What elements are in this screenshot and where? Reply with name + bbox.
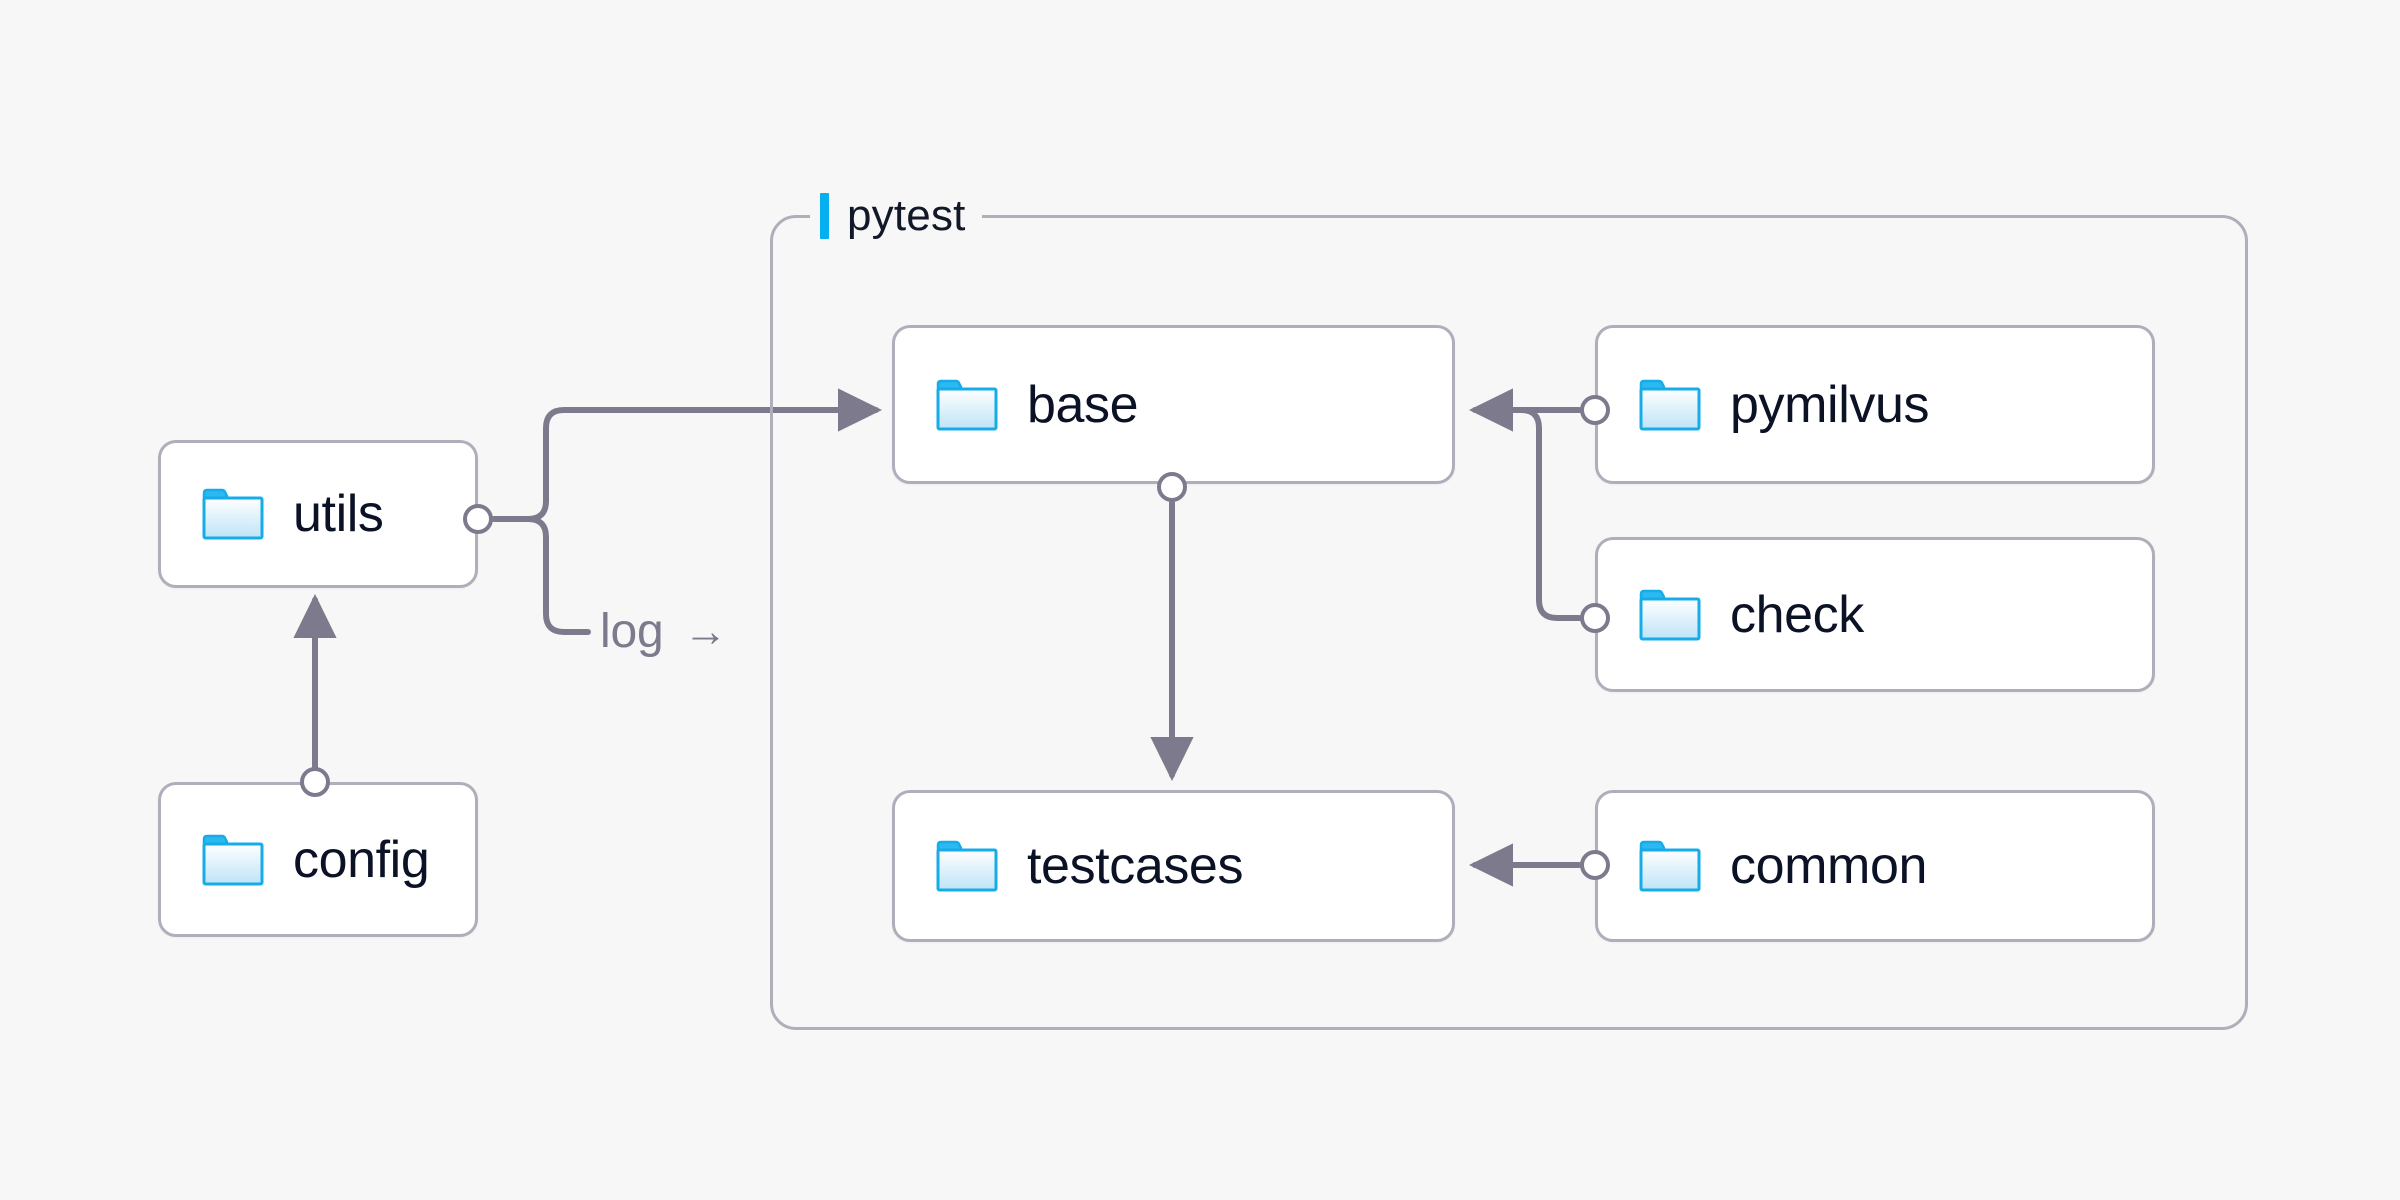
pytest-group-container[interactable] [770, 215, 2248, 1030]
arrow-right-icon: → [683, 606, 728, 656]
node-label: common [1730, 837, 1927, 895]
node-label: utils [293, 485, 384, 543]
edge-label-text: log [600, 605, 664, 658]
node-utils[interactable]: utils [158, 440, 478, 588]
pytest-group-label: pytest [810, 184, 982, 248]
folder-icon [1639, 840, 1701, 892]
node-common[interactable]: common [1595, 790, 2155, 942]
group-label-text: pytest [847, 191, 966, 240]
node-label: pymilvus [1730, 375, 1930, 434]
port-common-out[interactable] [1580, 850, 1610, 880]
folder-icon [202, 834, 264, 885]
node-label: check [1730, 585, 1864, 644]
port-check-out[interactable] [1580, 603, 1610, 633]
node-pymilvus[interactable]: pymilvus [1595, 325, 2155, 484]
edge-label-log: log → [600, 604, 727, 659]
folder-icon [202, 488, 264, 540]
port-config-out[interactable] [300, 767, 330, 797]
port-base-out[interactable] [1157, 472, 1187, 502]
node-testcases[interactable]: testcases [892, 790, 1455, 942]
node-label: config [293, 830, 430, 889]
folder-icon [936, 379, 998, 430]
node-base[interactable]: base [892, 325, 1455, 484]
folder-icon [1639, 589, 1701, 640]
port-pymilvus-out[interactable] [1580, 395, 1610, 425]
folder-icon [936, 840, 998, 892]
edge-utils-to-log [525, 516, 591, 635]
folder-icon [1639, 379, 1701, 430]
node-config[interactable]: config [158, 782, 478, 937]
port-utils-out[interactable] [463, 504, 493, 534]
node-check[interactable]: check [1595, 537, 2155, 692]
group-accent-bar [820, 193, 829, 239]
node-label: testcases [1027, 837, 1244, 895]
node-label: base [1027, 375, 1139, 434]
